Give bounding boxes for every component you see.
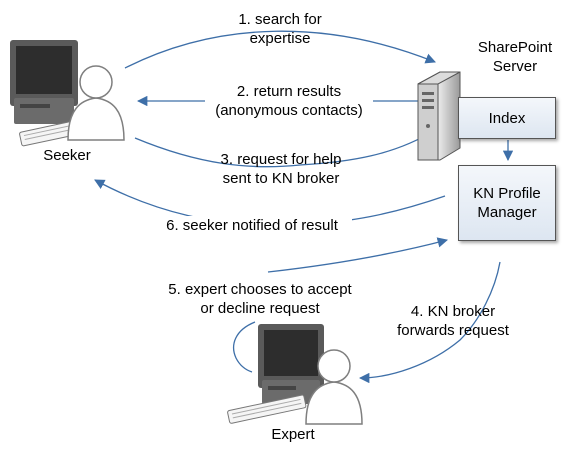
arrow-step-5-hook bbox=[232, 321, 256, 373]
index-box: Index bbox=[458, 97, 556, 139]
arrow-step-3 bbox=[134, 129, 436, 168]
server-label: SharePoint Server bbox=[460, 38, 570, 76]
kn-profile-label-line1: KN Profile bbox=[473, 185, 541, 202]
step-6-label: 6. seeker notified of result bbox=[152, 216, 352, 235]
kn-profile-manager-box: KN Profile Manager bbox=[458, 165, 556, 241]
step-1-label: 1. search for expertise bbox=[238, 11, 322, 47]
arrow-step-5-up bbox=[267, 237, 449, 273]
expert-icon bbox=[227, 324, 363, 425]
arrow-step-4 bbox=[358, 261, 501, 384]
arrow-step-1 bbox=[124, 30, 436, 69]
step-2-label: 2. return results (anonymous contacts) bbox=[205, 82, 373, 120]
kn-profile-label-line2: Manager bbox=[477, 204, 537, 221]
server-label-line2: Server bbox=[492, 58, 538, 75]
step-5-label: 5. expert chooses to accept or decline r… bbox=[168, 281, 352, 317]
seeker-label: Seeker bbox=[43, 147, 91, 164]
server-icon bbox=[417, 71, 461, 161]
step-4-label: 4. KN broker forwards request bbox=[397, 303, 509, 339]
expert-label: Expert bbox=[271, 426, 315, 443]
step-3-label: 3. request for help sent to KN broker bbox=[220, 151, 342, 187]
seeker-icon bbox=[10, 40, 125, 147]
server-label-line1: SharePoint bbox=[477, 39, 553, 56]
index-label: Index bbox=[488, 109, 526, 127]
